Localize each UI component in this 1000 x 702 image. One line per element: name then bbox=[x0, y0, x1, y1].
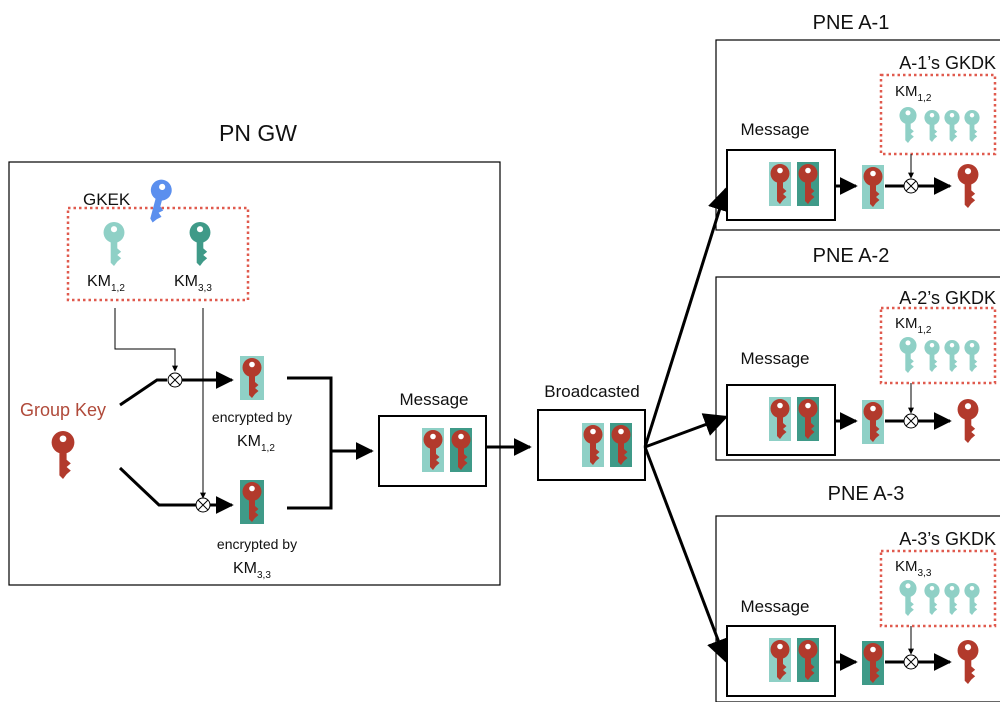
enc2-km: KM3,3 bbox=[233, 560, 271, 581]
km12-label: KM1,2 bbox=[87, 273, 125, 294]
km12-key-icon bbox=[103, 222, 125, 266]
split-upper-line bbox=[119, 378, 167, 407]
gkdk-label: A-1’s GKDK bbox=[899, 53, 996, 73]
pne-box bbox=[715, 515, 1000, 702]
pne-panel-a3: PNE A-3 A-3’s GKDK KM3,3 Message bbox=[715, 483, 1000, 702]
pne-title: PNE A-2 bbox=[813, 245, 890, 267]
pne-box bbox=[715, 276, 1000, 461]
enc2-prefix: encrypted by bbox=[217, 536, 297, 552]
km12-connector bbox=[114, 308, 178, 372]
gkdk-km: KM3,3 bbox=[895, 558, 932, 579]
pne-message-label: Message bbox=[741, 597, 810, 616]
group-key-label: Group Key bbox=[20, 400, 106, 420]
pne-title: PNE A-3 bbox=[828, 483, 905, 505]
enc1-km: KM1,2 bbox=[237, 433, 275, 454]
gkdk-group-border bbox=[879, 306, 997, 385]
arrow-to-pne-a2 bbox=[644, 413, 729, 449]
group-key-icon bbox=[51, 431, 75, 479]
decrypted-group-key-icon bbox=[957, 164, 979, 208]
decrypted-group-key-icon bbox=[957, 399, 979, 443]
gkdk-keys-icon bbox=[899, 580, 980, 616]
gkdk-group-border bbox=[879, 73, 997, 156]
gw-message-label: Message bbox=[400, 390, 469, 409]
gkek-label: GKEK bbox=[83, 190, 131, 209]
enc1-prefix: encrypted by bbox=[212, 409, 292, 425]
gw-title: PN GW bbox=[219, 120, 297, 146]
gkek-blue-key-icon bbox=[142, 177, 175, 226]
merge-lines bbox=[287, 376, 333, 510]
gkdk-km: KM1,2 bbox=[895, 315, 932, 336]
pne-message-label: Message bbox=[741, 349, 810, 368]
gw-box bbox=[8, 161, 501, 586]
km33-label: KM3,3 bbox=[174, 273, 212, 294]
km33-key-icon bbox=[189, 222, 211, 266]
pne-message-label: Message bbox=[741, 120, 810, 139]
gkdk-label: A-2’s GKDK bbox=[899, 288, 996, 308]
arrow-to-pne-a3 bbox=[643, 446, 730, 664]
pne-title: PNE A-1 bbox=[813, 12, 890, 34]
gkdk-keys-icon bbox=[899, 107, 980, 143]
broadcast-label: Broadcasted bbox=[544, 382, 639, 401]
pne-box bbox=[715, 39, 1000, 231]
gkdk-label: A-3’s GKDK bbox=[899, 529, 996, 549]
split-lower-line bbox=[118, 466, 196, 507]
gkdk-km: KM1,2 bbox=[895, 83, 932, 104]
pne-panel-a2: PNE A-2 A-2’s GKDK KM1,2 Message bbox=[715, 245, 1000, 461]
decrypted-group-key-icon bbox=[957, 640, 979, 684]
gkdk-keys-icon bbox=[899, 337, 980, 373]
gkdk-group-border bbox=[879, 549, 997, 628]
arrow-to-pne-a1 bbox=[643, 186, 731, 448]
pne-panel-a1: PNE A-1 A-1’s GKDK KM1,2 Message bbox=[715, 12, 1000, 231]
